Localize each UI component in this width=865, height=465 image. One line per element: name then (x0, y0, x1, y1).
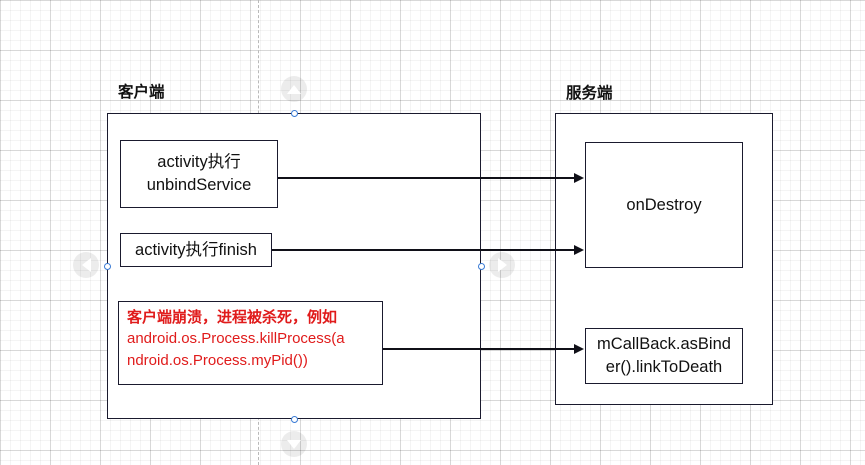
edge-unbind-to-ondestroy-arrowhead (574, 172, 584, 183)
edge-unbind-to-ondestroy-line[interactable] (278, 177, 575, 179)
node-unbind-service-line-1: activity执行 (157, 153, 241, 172)
node-link-to-death-line-1: mCallBack.asBind (597, 335, 731, 354)
direction-arrow-up-icon[interactable] (281, 76, 307, 102)
direction-arrow-left-icon[interactable] (73, 252, 99, 278)
node-link-to-death-line-2: er().linkToDeath (605, 358, 723, 376)
node-client-crash[interactable]: 客户端崩溃，进程被杀死，例如 android.os.Process.killPr… (118, 301, 383, 385)
node-activity-finish-label: activity执行finish (135, 240, 257, 259)
pool-title-client: 客户端 (118, 84, 165, 101)
selection-handle-top[interactable] (290, 109, 298, 117)
selection-handle-bottom[interactable] (290, 415, 298, 423)
direction-arrow-right-icon[interactable] (489, 252, 515, 278)
edge-finish-to-ondestroy-line[interactable] (272, 249, 575, 251)
node-on-destroy[interactable]: onDestroy (585, 142, 743, 268)
edge-crash-to-linktodeath-arrowhead (574, 343, 584, 354)
node-link-to-death[interactable]: mCallBack.asBind er().linkToDeath (585, 328, 743, 384)
node-activity-finish[interactable]: activity执行finish (120, 233, 272, 267)
node-unbind-service[interactable]: activity执行 unbindService (120, 140, 278, 208)
pool-title-server: 服务端 (566, 85, 613, 102)
selection-handle-left[interactable] (103, 262, 111, 270)
node-client-crash-code-line-1: android.os.Process.killProcess(a (127, 330, 345, 348)
node-client-crash-headline: 客户端崩溃，进程被杀死，例如 (127, 309, 338, 326)
edge-crash-to-linktodeath-line[interactable] (383, 348, 575, 350)
node-on-destroy-label: onDestroy (626, 195, 702, 214)
node-client-crash-code-line-2: ndroid.os.Process.myPid()) (127, 351, 308, 369)
edge-finish-to-ondestroy-arrowhead (574, 244, 584, 255)
direction-arrow-down-icon[interactable] (281, 431, 307, 457)
selection-handle-right[interactable] (477, 262, 485, 270)
node-unbind-service-line-2: unbindService (146, 176, 252, 194)
